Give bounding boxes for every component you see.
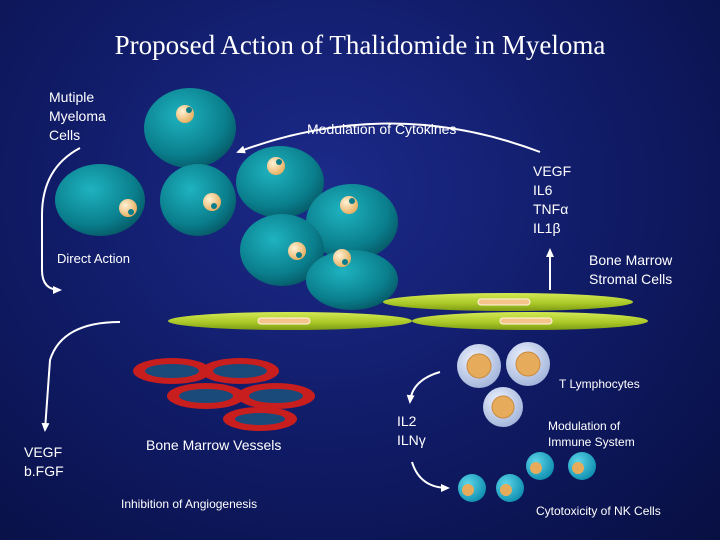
stromal-cell	[412, 312, 648, 330]
myeloma-cell	[55, 164, 145, 236]
cytokine-il6: IL6	[533, 182, 553, 198]
inhibition-angiogenesis-label: Inhibition of Angiogenesis	[121, 497, 258, 511]
t-cell	[506, 342, 550, 386]
myeloma-cell	[306, 249, 398, 310]
vessel	[133, 358, 211, 384]
nk-cell	[496, 474, 524, 502]
myeloma-cell	[306, 184, 398, 260]
stromal-cells-label: Bone Marrow Stromal Cells	[589, 251, 672, 289]
arrow-direct-action	[41, 147, 81, 294]
t-lymphocytes	[457, 342, 550, 427]
nk-cytotoxicity-label: Cytotoxicity of NK Cells	[536, 504, 661, 518]
angiogenic-factors-label: VEGF b.FGF	[24, 443, 64, 481]
vessel	[223, 407, 297, 431]
nk-cell	[526, 452, 554, 480]
cytokine-tnfa: TNFα	[533, 201, 569, 217]
arrow-modulation-cytokines	[236, 122, 541, 154]
stromal-label-line2: Stromal Cells	[589, 271, 673, 287]
bone-marrow-vessels	[133, 358, 315, 431]
myeloma-cells-label: Mutiple Myeloma Cells	[49, 88, 106, 145]
cytokine-il-label: IL2 ILNγ	[397, 412, 426, 450]
myeloma-label-line1: Mutiple	[49, 89, 95, 105]
nk-cells	[458, 452, 596, 502]
cytokine-il1b: IL1β	[533, 220, 561, 236]
vessel	[237, 383, 315, 409]
vegf-left-label: VEGF	[24, 444, 63, 460]
myeloma-cells	[55, 88, 398, 310]
cytokine-vegf: VEGF	[533, 163, 572, 179]
arrow-angiogenesis-left	[41, 321, 121, 432]
t-cell	[483, 387, 523, 427]
ilng-label: ILNγ	[397, 432, 426, 448]
t-cell	[457, 344, 501, 388]
t-lymphocytes-label: T Lymphocytes	[559, 377, 640, 391]
il2-label: IL2	[397, 413, 417, 429]
immune-label-line2: Immune System	[548, 435, 635, 449]
stromal-cell	[168, 312, 412, 330]
immune-label-line1: Modulation of	[548, 419, 621, 433]
arrows	[41, 122, 554, 492]
nk-cell	[458, 474, 486, 502]
myeloma-label-line2: Myeloma	[49, 108, 106, 124]
vessel	[167, 383, 245, 409]
bone-marrow-vessels-label: Bone Marrow Vessels	[146, 437, 282, 453]
myeloma-cell	[240, 214, 324, 286]
direct-action-label: Direct Action	[57, 251, 130, 266]
stromal-cell	[383, 293, 633, 311]
immune-modulation-label: Modulation of Immune System	[548, 418, 635, 450]
cytokine-list: VEGF IL6 TNFα IL1β	[533, 162, 571, 238]
bfgf-left-label: b.FGF	[24, 463, 64, 479]
stromal-label-line1: Bone Marrow	[589, 252, 673, 268]
myeloma-cell	[236, 146, 324, 218]
arrow-t-to-il2	[406, 371, 441, 404]
myeloma-cell	[160, 164, 236, 236]
arrow-to-nk	[411, 461, 450, 492]
myeloma-label-line3: Cells	[49, 127, 81, 143]
modulation-cytokines-label: Modulation of Cytokines	[307, 121, 457, 137]
stromal-cells	[168, 293, 648, 330]
myeloma-cell	[144, 88, 236, 168]
vessel	[201, 358, 279, 384]
nk-cell	[568, 452, 596, 480]
page-title: Proposed Action of Thalidomide in Myelom…	[114, 30, 606, 60]
